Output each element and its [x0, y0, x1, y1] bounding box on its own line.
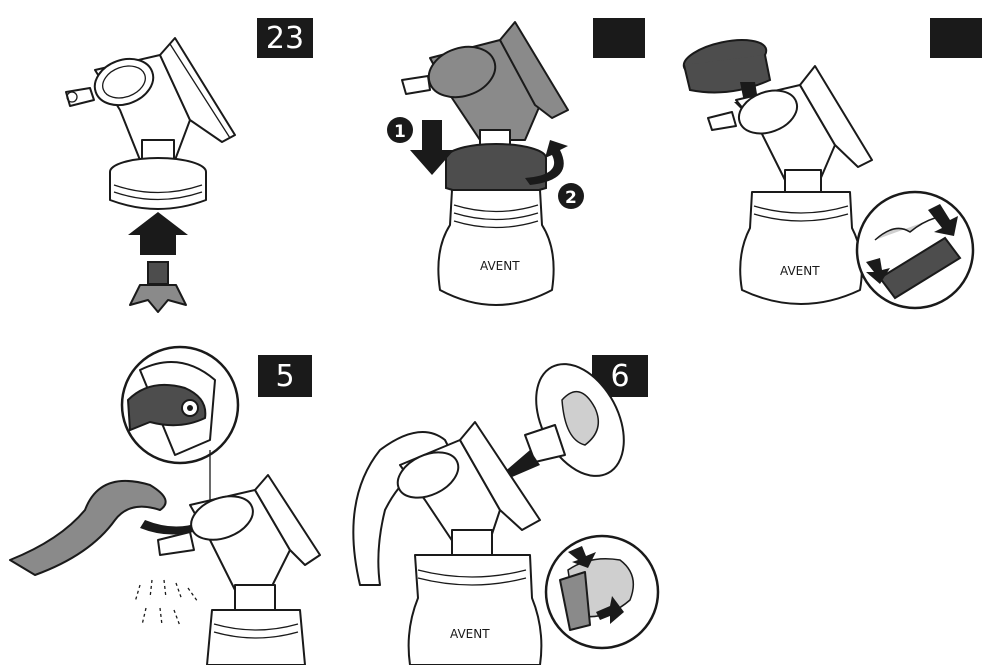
- massage-cushion-illustration: AVENT: [352, 363, 660, 665]
- step-badge: [593, 18, 645, 58]
- brand-mark: AVENT: [780, 264, 820, 278]
- sub-step-1: 1: [394, 122, 406, 142]
- step-badge: [930, 18, 982, 58]
- sub-step-2: 2: [565, 188, 577, 208]
- silicone-flap-illustration: [9, 345, 321, 665]
- brand-mark: AVENT: [480, 259, 520, 273]
- step-panel-23: 23: [0, 0, 320, 330]
- detail-callout: [855, 190, 975, 310]
- step-panel-cap-insert: AVENT: [660, 0, 985, 330]
- brand-mark: AVENT: [450, 627, 490, 641]
- step-panel-6: 6 AVENT: [340, 340, 660, 665]
- pump-assembly-illustration: [65, 37, 236, 313]
- bottle-screw-illustration: AVENT 1 2: [387, 21, 584, 306]
- step-badge: 23: [257, 18, 313, 58]
- step-panel-5: 5: [0, 340, 330, 665]
- step-badge: 5: [258, 355, 312, 397]
- cap-insert-illustration: AVENT: [682, 39, 975, 310]
- step-panel-bottle-attach: AVENT 1 2: [330, 0, 650, 330]
